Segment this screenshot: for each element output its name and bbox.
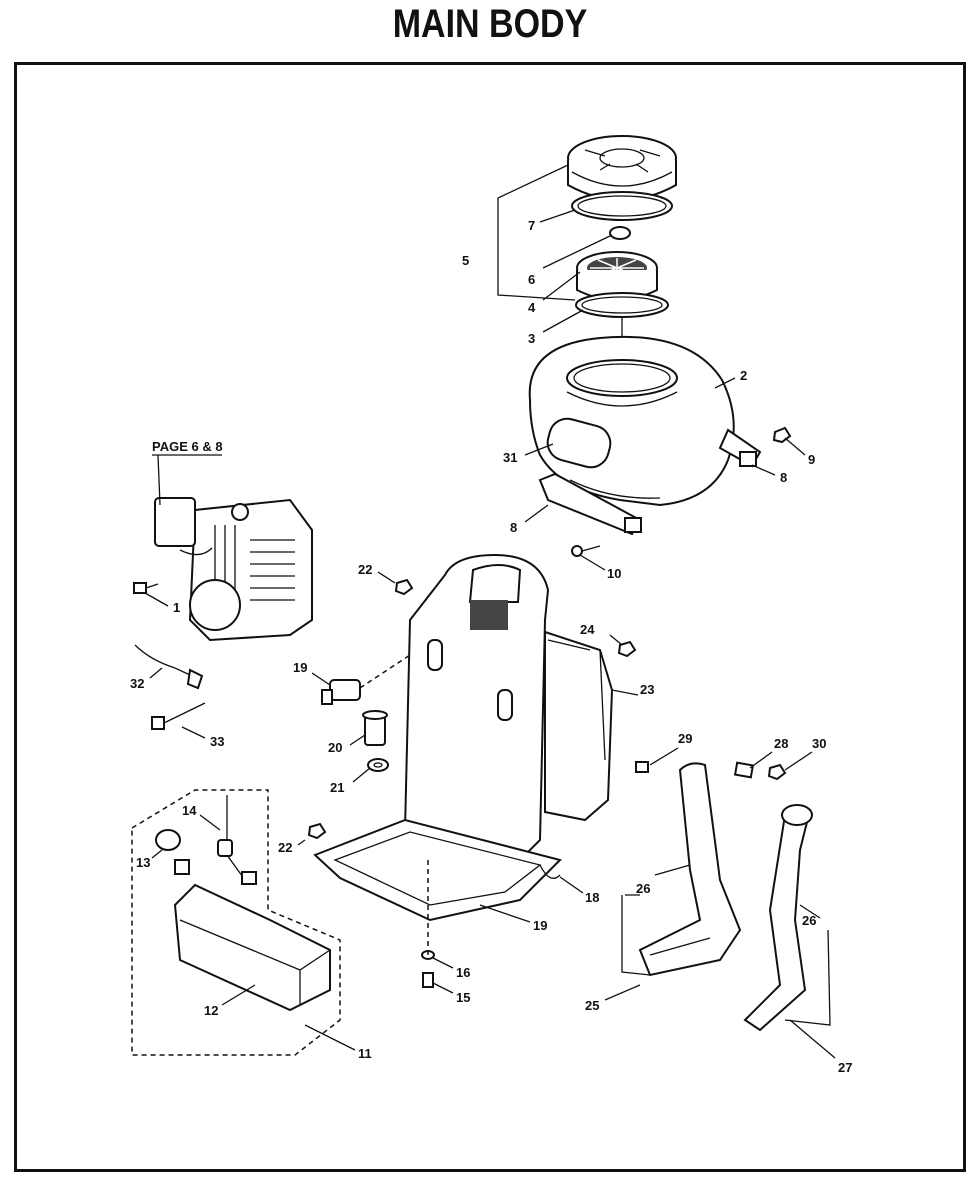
callout-16: 16: [456, 965, 470, 980]
base-tray-part: [313, 818, 562, 922]
callout-11: 11: [358, 1046, 372, 1061]
callout-24: 24: [580, 622, 595, 637]
strap-26-right-part: [743, 804, 813, 1032]
screw-1-part: [133, 582, 159, 594]
cable-tie-33-part: [151, 702, 206, 730]
callout-4: 4: [528, 300, 536, 315]
filter-ring-part: [571, 191, 673, 221]
nut-30-part: [767, 763, 787, 781]
callout-8-left: 8: [510, 520, 517, 535]
clip-part: [609, 226, 631, 240]
strap-hook-18-part: [539, 864, 561, 879]
callout-3: 3: [528, 331, 535, 346]
grommet-21-part: [367, 758, 389, 772]
callout-22-top: 22: [358, 562, 372, 577]
callout-29: 29: [678, 731, 692, 746]
nut-22-bottom-part: [307, 822, 327, 840]
connector-19-part: [321, 654, 411, 705]
callout-14: 14: [182, 803, 197, 818]
screw-29-part: [635, 761, 649, 773]
wire-32-part: [134, 644, 204, 690]
callout-26-left: 26: [636, 881, 650, 896]
callout-26-right: 26: [802, 913, 816, 928]
engine-part: [154, 497, 313, 642]
callout-31: 31: [503, 450, 517, 465]
callout-20: 20: [328, 740, 342, 755]
callout-9: 9: [808, 452, 815, 467]
bracket-left-part: [538, 472, 642, 536]
callout-21: 21: [330, 780, 344, 795]
callout-labels: 1 2 3 4 5 6 7 8 8 9 10 11 12 13 14 15 16…: [130, 218, 852, 1075]
backpack-frame-part: [403, 553, 614, 861]
page-title: MAIN BODY: [392, 2, 588, 46]
callout-12: 12: [204, 1003, 218, 1018]
callout-15: 15: [456, 990, 470, 1005]
callout-32: 32: [130, 676, 144, 691]
callout-27: 27: [838, 1060, 852, 1075]
callout-2: 2: [740, 368, 747, 383]
callout-6: 6: [528, 272, 535, 287]
buckle-28-part: [733, 761, 755, 779]
bolt-15-part: [422, 972, 434, 988]
nut-22-top-part: [394, 578, 414, 596]
callout-28: 28: [774, 736, 788, 751]
fuel-tank-12-part: [173, 883, 331, 1012]
fuel-tank-group-outline: [131, 789, 341, 1056]
callout-7: 7: [528, 218, 535, 233]
callout-5: 5: [462, 253, 469, 268]
callout-23: 23: [640, 682, 654, 697]
callout-8-right: 8: [780, 470, 787, 485]
filter-element-part: [576, 251, 658, 301]
callout-1: 1: [173, 600, 180, 615]
callout-30: 30: [812, 736, 826, 751]
leader-lines: [144, 164, 836, 1059]
callout-19-top: 19: [293, 660, 307, 675]
callout-10: 10: [607, 566, 621, 581]
strap-26-left-part: [638, 762, 742, 977]
fuel-filter-20-part: [362, 710, 388, 746]
fuel-line-14-part: [217, 795, 257, 885]
callout-13: 13: [136, 855, 150, 870]
callout-22-bottom: 22: [278, 840, 292, 855]
page-reference-label: PAGE 6 & 8: [152, 439, 223, 454]
callout-19-bottom: 19: [533, 918, 547, 933]
callout-25: 25: [585, 998, 599, 1013]
bracket-right-part: [718, 428, 762, 468]
gasket-part: [575, 292, 669, 318]
screw-10-part: [571, 545, 601, 557]
diagram-frame: [14, 62, 966, 1172]
filter-cover-part: [567, 135, 677, 201]
callout-33: 33: [210, 734, 224, 749]
fan-housing-part: [528, 335, 735, 507]
bolt-24-part: [617, 640, 637, 658]
fuel-cap-13-part: [155, 829, 190, 875]
callout-18: 18: [585, 890, 599, 905]
